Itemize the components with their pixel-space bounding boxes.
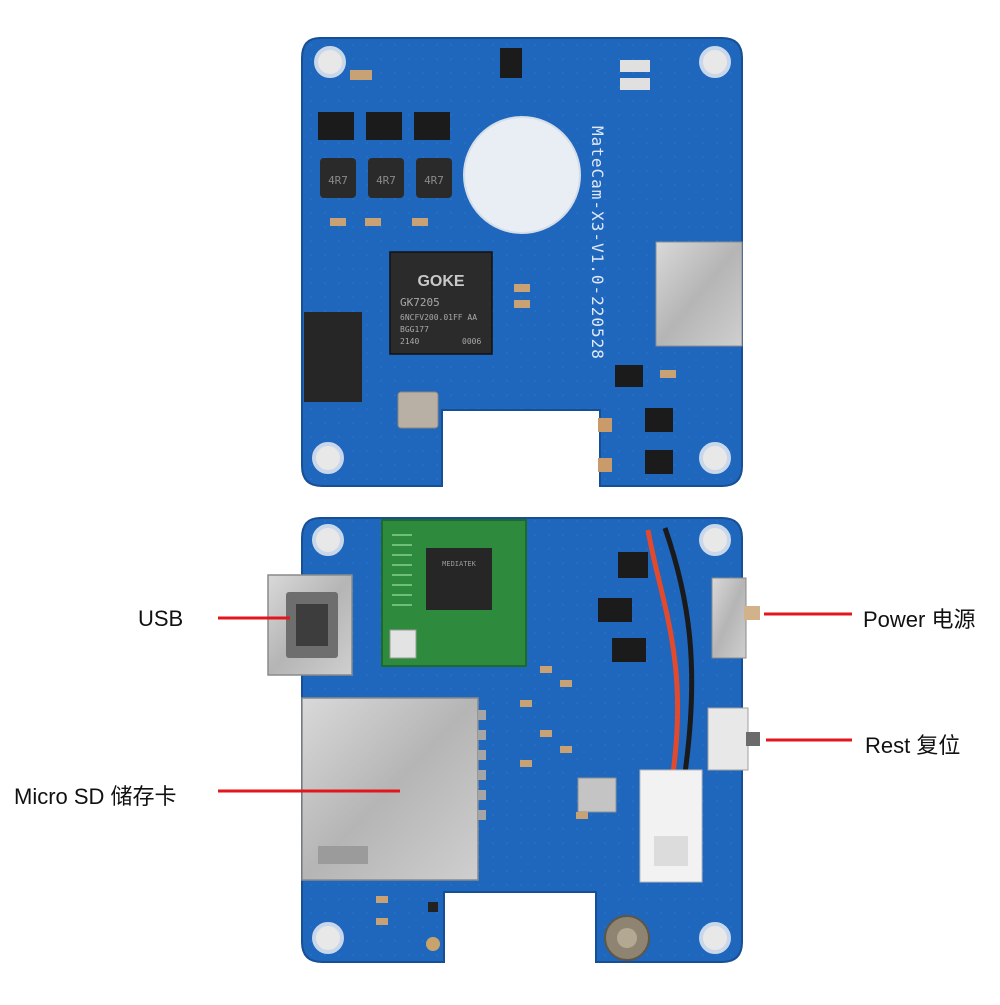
coin-motor	[604, 915, 650, 961]
usb-port	[267, 574, 353, 676]
micro-sd-label: Micro SD 储存卡	[14, 784, 177, 809]
bottom-board: MEDIATEK	[267, 517, 760, 963]
power-switch	[711, 577, 760, 659]
power-label: Power 电源	[863, 607, 976, 632]
right-transistors	[615, 365, 673, 474]
inductor-label: 4R7	[328, 174, 348, 187]
top-passives	[330, 60, 676, 378]
test-pad	[428, 902, 438, 912]
reset-label: Rest 复位	[865, 733, 961, 758]
soc-line1: 6NCFV200.01FF AA	[400, 313, 477, 322]
soc-line3: 2140	[400, 337, 419, 346]
test-pad	[426, 937, 440, 951]
wifi-module: MEDIATEK	[381, 519, 527, 667]
battery-cable	[639, 527, 703, 883]
top-mounting-holes	[312, 46, 731, 474]
board-silkscreen: MateCam-X3-V1.0-220528	[588, 126, 607, 360]
bottom-mounting-holes	[312, 524, 731, 954]
inductors: 4R7 4R7 4R7	[320, 158, 452, 198]
flash-chip	[304, 312, 362, 402]
top-transistors	[318, 112, 450, 140]
rf-shield	[655, 241, 743, 347]
soc-chip: GOKE GK7205 6NCFV200.01FF AA BGG177 2140…	[389, 251, 493, 355]
soc-line2: BGG177	[400, 325, 429, 334]
inductor-label: 4R7	[424, 174, 444, 187]
test-pad	[598, 458, 612, 472]
crystal	[397, 391, 439, 429]
wifi-chip-label: MEDIATEK	[442, 560, 477, 568]
bottom-transistors	[598, 552, 648, 662]
usb-label: USB	[138, 606, 184, 631]
top-ic-small	[500, 48, 522, 78]
soc-brand: GOKE	[417, 273, 464, 290]
soc-model: GK7205	[400, 296, 440, 309]
bottom-passives	[376, 666, 588, 925]
reset-button	[707, 707, 760, 771]
callout-lines	[218, 612, 852, 793]
soc-line4: 0006	[462, 337, 481, 346]
sensor-sticker	[463, 116, 581, 234]
micro-sd-slot	[301, 697, 486, 881]
test-pad	[598, 418, 612, 432]
top-board: 4R7 4R7 4R7 GOKE GK7205 6NCFV200.01FF AA…	[301, 37, 743, 487]
shielded-chip	[577, 777, 617, 813]
inductor-label: 4R7	[376, 174, 396, 187]
